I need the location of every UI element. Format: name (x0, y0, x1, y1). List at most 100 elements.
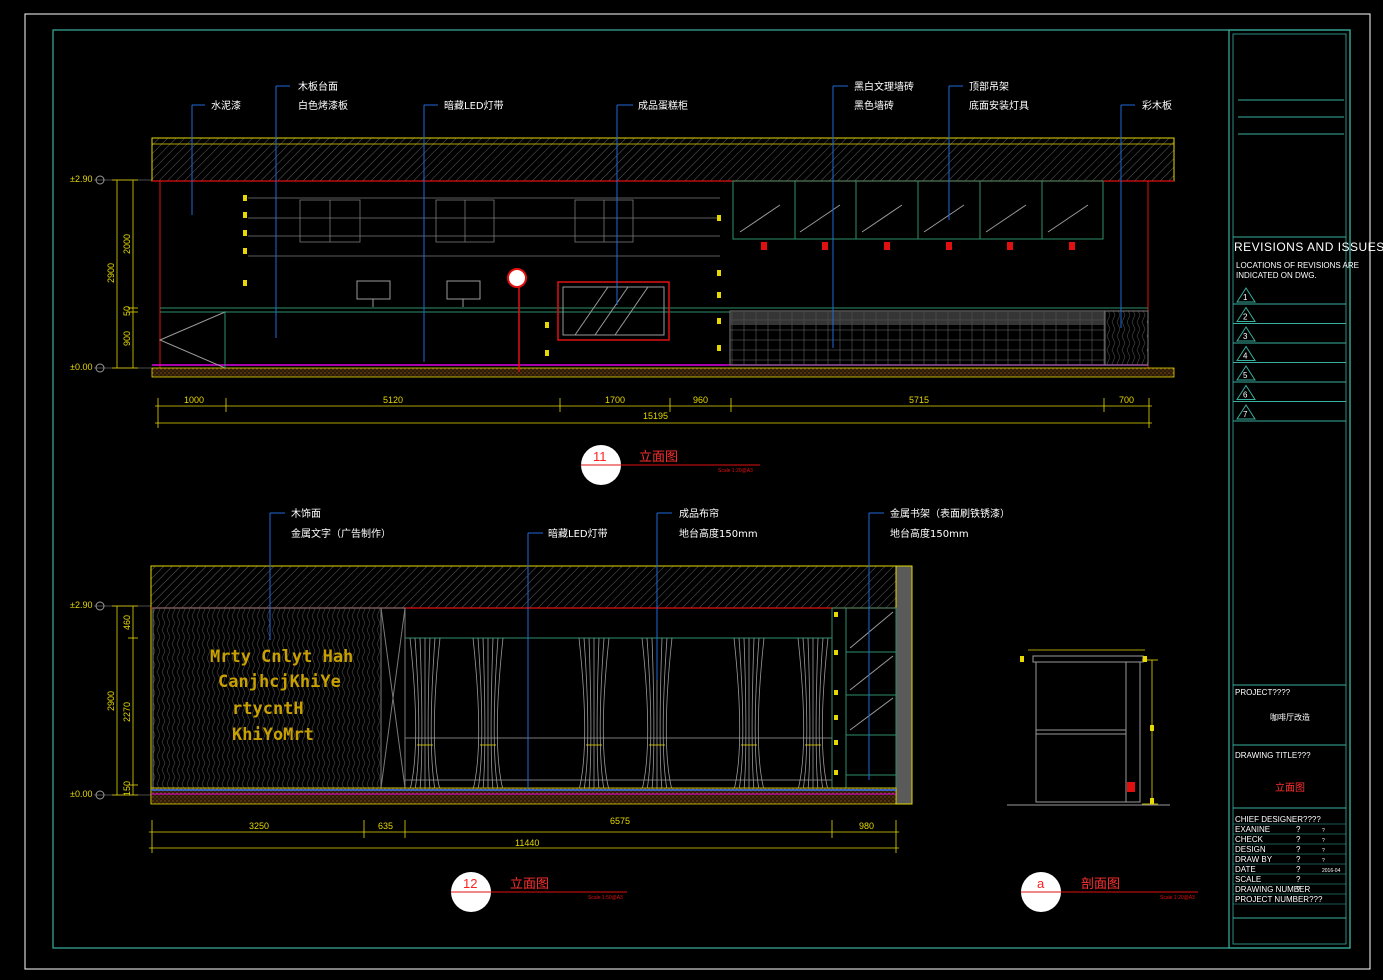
label-cake-cabinet: 成品蛋糕柜 (638, 99, 688, 112)
tag-number-a: a (1037, 876, 1045, 891)
titleblock-row-value-2: 2016-04 (1322, 868, 1341, 874)
label-color-wood: 彩木板 (1142, 99, 1172, 112)
curtain-panel (578, 637, 610, 791)
ceiling-slab (151, 137, 1175, 182)
vdim-mid-11: 50 (122, 306, 132, 316)
revision-row: 6 (1233, 384, 1346, 402)
titleblock-row-label: DESIGN (1235, 845, 1266, 854)
revision-triangle-icon (1236, 365, 1256, 381)
titleblock-row: DESIGN?? (1233, 845, 1346, 855)
revision-triangle-icon (1236, 287, 1256, 303)
titleblock-row-label: DATE (1235, 865, 1256, 874)
vdim-total-12: 2900 (106, 691, 116, 711)
hanging-rack (732, 180, 1104, 240)
revision-number: 2 (1243, 313, 1248, 322)
titleblock-row-value-1: ? (1296, 825, 1301, 834)
project-label: PROJECT???? (1235, 688, 1291, 697)
titleblock-row-value-1: ? (1296, 865, 1301, 874)
curtain-panel (797, 637, 829, 791)
metal-sign: Mrty Cnlyt Hah CanjhcjKhiYe rtycntH KhiY… (210, 647, 353, 745)
revision-row: 3 (1233, 326, 1346, 344)
label-black-tile: 黑色墙砖 (854, 99, 894, 112)
outer-border (24, 13, 1371, 970)
floor-slab (151, 367, 1175, 378)
revision-number: 7 (1243, 410, 1248, 419)
titleblock-row-value-1: ? (1296, 875, 1301, 884)
lamp-markers-left (243, 195, 721, 356)
label-metal-text: 金属文字（广告制作） (291, 527, 391, 540)
hdim-4-12: 980 (859, 821, 874, 831)
tag-title-a: 剖面图 (1081, 877, 1120, 892)
titleblock-row-value-2: ? (1322, 858, 1325, 864)
titleblock-row-value-2: ? (1322, 828, 1325, 834)
hdim-1-12: 3250 (249, 821, 269, 831)
revision-triangle-icon (1236, 384, 1256, 400)
hdim-2-12: 635 (378, 821, 393, 831)
titleblock-row: DATE? 2016-04 (1233, 865, 1346, 875)
level-top-12: ±2.90 (70, 600, 92, 610)
revision-number: 4 (1243, 352, 1248, 361)
floor-slab-12 (150, 787, 897, 805)
titleblock-row: DRAW BY?? (1233, 855, 1346, 865)
label-white-paint-board: 白色烤漆板 (298, 99, 348, 112)
revision-number: 3 (1243, 332, 1248, 341)
rack-lamps (761, 242, 1075, 250)
revision-number: 6 (1243, 391, 1248, 400)
vdim-upper-11: 2000 (122, 234, 132, 254)
sign-line-1: Mrty Cnlyt Hah (210, 647, 353, 667)
level-bottom-11: ±0.00 (70, 362, 92, 372)
revision-rows: 1 2 3 4 5 6 7 (1233, 287, 1346, 422)
titleblock-row-label: PROJECT NUMBER??? (1235, 895, 1323, 904)
label-bookshelf: 金属书架（表面刷铁锈漆） (890, 507, 1010, 520)
label-wood-face: 木饰面 (291, 507, 321, 520)
tag-title-11: 立面图 (639, 450, 678, 465)
project-value: 咖啡厅改造 (1270, 712, 1310, 722)
titleblock-row-label: SCALE (1235, 875, 1261, 884)
titleblock-row-label: EXANINE (1235, 825, 1270, 834)
hdim-4-11: 960 (693, 395, 708, 405)
label-curtain: 成品布帘 (679, 507, 719, 520)
titleblock-row: CHECK?? (1233, 835, 1346, 845)
label-bottom-lamp: 底面安装灯具 (969, 99, 1029, 112)
sign-line-3: rtycntH (232, 699, 304, 719)
leaders-11 (191, 85, 1135, 362)
hdim-3-12: 6575 (610, 816, 630, 826)
vdim-total-11: 2900 (106, 263, 116, 283)
revision-row: 1 (1233, 287, 1346, 305)
revision-number: 5 (1243, 371, 1248, 380)
vdim-mid-12: 2270 (122, 702, 132, 722)
label-bw-tile: 黑白文理墙砖 (854, 80, 914, 93)
drawing-title-label: DRAWING TITLE??? (1235, 751, 1311, 760)
revision-triangle-icon (1236, 306, 1256, 322)
elevation-12: Mrty Cnlyt Hah CanjhcjKhiYe rtycntH KhiY… (70, 507, 1010, 912)
label-hidden-led: 暗藏LED灯带 (444, 99, 504, 112)
titleblock-row-value-1: ? (1296, 885, 1301, 894)
vdim-lower-11: 900 (122, 331, 132, 346)
wall-shelves (248, 197, 720, 257)
section-a: a 剖面图 Scale 1:20@A3 (1007, 649, 1198, 912)
label-floor-height-2: 地台高度150mm (890, 527, 969, 540)
level-bottom-12: ±0.00 (70, 789, 92, 799)
titleblock-row-value-1: ? (1296, 835, 1301, 844)
hdim-5-11: 5715 (909, 395, 929, 405)
titleblock-row: DRAWING NUMBER? (1233, 885, 1346, 895)
label-cement-paint: 水泥漆 (211, 99, 241, 112)
titleblock-row-label: CHECK (1235, 835, 1264, 844)
bookshelf (831, 607, 897, 789)
wood-face-wall (152, 607, 382, 789)
label-hidden-led-12: 暗藏LED灯带 (548, 527, 608, 540)
cake-cabinet (557, 281, 670, 341)
titleblock-row: PROJECT NUMBER??? (1233, 895, 1346, 905)
curtain-panel (472, 637, 504, 791)
titleblock-row-label: CHIEF DESIGNER???? (1235, 815, 1321, 824)
revision-number: 1 (1243, 293, 1248, 302)
tag-scale-a: Scale 1:20@A3 (1160, 895, 1195, 901)
titleblock-row: SCALE? (1233, 875, 1346, 885)
hdim-3-11: 1700 (605, 395, 625, 405)
ceiling-slab-12 (150, 565, 913, 609)
revision-row: 4 (1233, 345, 1346, 363)
curtain-panel (733, 637, 765, 791)
leaders-12 (269, 512, 884, 790)
titleblock-row-value-2: ? (1322, 848, 1325, 854)
hdim-6-11: 700 (1119, 395, 1134, 405)
